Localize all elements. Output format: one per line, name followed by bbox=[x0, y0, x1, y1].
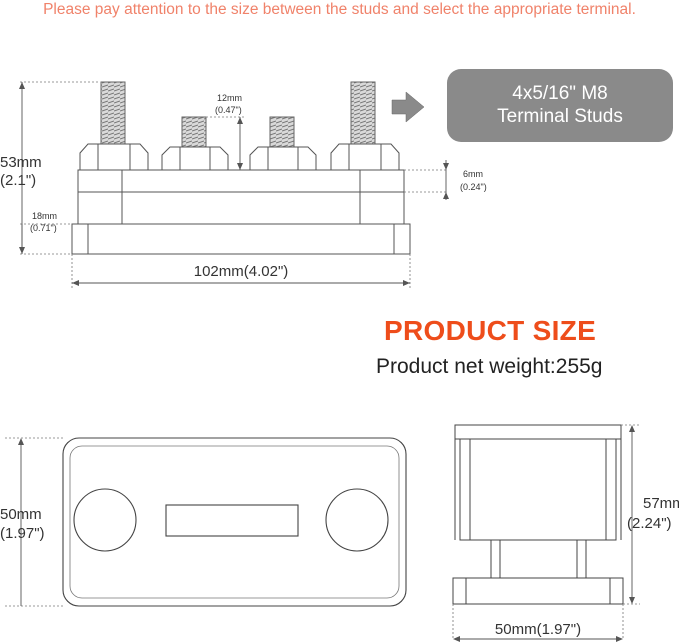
nut-2 bbox=[161, 146, 229, 171]
nut-4 bbox=[330, 143, 400, 171]
notice-text: Please pay attention to the size between… bbox=[43, 1, 636, 18]
callout-line-2: Terminal Studs bbox=[497, 106, 623, 127]
body-upper bbox=[77, 169, 405, 193]
product-size-heading: PRODUCT SIZE bbox=[384, 315, 597, 346]
stud-hole-left bbox=[73, 488, 137, 552]
top-height-mm: 50mm bbox=[0, 506, 42, 523]
top-height-in: (1.97") bbox=[0, 525, 45, 542]
end-view bbox=[452, 424, 624, 605]
base-height-mm: 18mm bbox=[32, 211, 57, 221]
end-width: 50mm(1.97") bbox=[495, 621, 581, 638]
base-plate bbox=[71, 223, 411, 255]
callout-line-1: 4x5/16" M8 bbox=[512, 83, 608, 104]
terminal-studs-callout: 4x5/16" M8 Terminal Studs bbox=[447, 69, 673, 142]
base-height-in: (0.71") bbox=[30, 223, 57, 233]
end-height-mm: 57mm bbox=[643, 495, 679, 512]
short-stud-right bbox=[269, 116, 295, 148]
step-in: (0.24") bbox=[460, 182, 487, 192]
nut-3 bbox=[249, 146, 317, 171]
nut-1 bbox=[79, 143, 149, 171]
tall-stud-left bbox=[100, 81, 126, 145]
stud-height-mm: 12mm bbox=[217, 93, 242, 103]
height-total-in: (2.1") bbox=[0, 172, 36, 189]
side-view bbox=[71, 81, 411, 255]
step-mm: 6mm bbox=[463, 169, 483, 179]
arrow-right-icon bbox=[391, 91, 425, 123]
end-height-in: (2.24") bbox=[627, 515, 672, 532]
product-weight: Product net weight:255g bbox=[376, 355, 603, 378]
side-width: 102mm(4.02") bbox=[194, 263, 289, 280]
top-view bbox=[62, 437, 407, 607]
short-stud-left bbox=[181, 116, 207, 148]
height-total-mm: 53mm bbox=[0, 154, 42, 171]
body-middle bbox=[77, 191, 405, 225]
tall-stud-right bbox=[350, 81, 376, 145]
stud-hole-right bbox=[325, 488, 389, 552]
stud-height-in: (0.47") bbox=[215, 105, 242, 115]
center-slot bbox=[165, 504, 299, 537]
